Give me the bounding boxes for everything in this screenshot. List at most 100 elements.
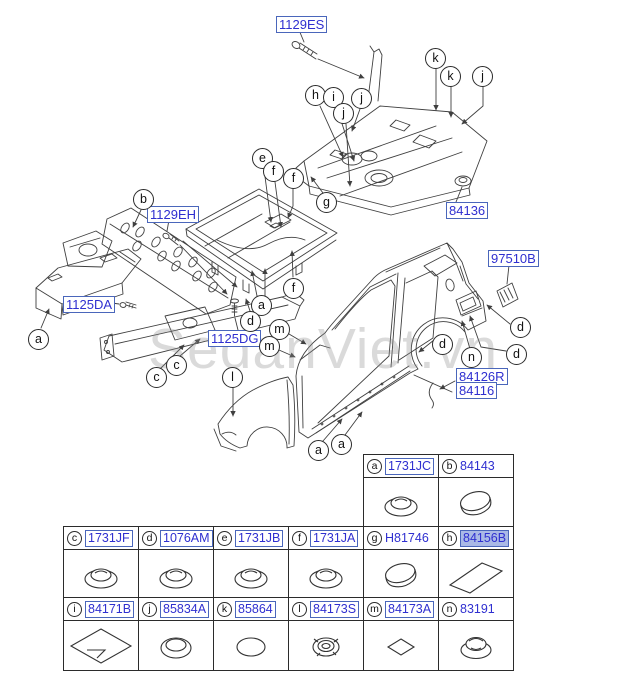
part-label-84116[interactable]: 84116 bbox=[456, 382, 498, 399]
grommet-drawing bbox=[454, 175, 472, 203]
part-number[interactable]: 84171B bbox=[85, 600, 135, 618]
part-label-1129EH[interactable]: 1129EH bbox=[147, 206, 200, 223]
leader-lines bbox=[40, 68, 511, 442]
callout-c: c bbox=[146, 367, 167, 388]
part-number[interactable]: 84156B bbox=[460, 529, 510, 547]
part-number[interactable]: 1731JC bbox=[385, 457, 435, 475]
part-label-1125DG[interactable]: 1125DG bbox=[208, 330, 262, 347]
ref-letter: f bbox=[292, 530, 307, 546]
part-label-1125DA[interactable]: 1125DA bbox=[63, 296, 116, 313]
part-number[interactable]: 84173A bbox=[385, 600, 435, 618]
callout-a: a bbox=[331, 434, 352, 455]
ref-letter: e bbox=[217, 530, 232, 546]
part-thumbnail bbox=[459, 491, 492, 516]
ref-letter: k bbox=[217, 601, 232, 617]
ref-letter: d bbox=[142, 530, 157, 546]
callout-j: j bbox=[333, 103, 354, 124]
part-thumbnail bbox=[159, 567, 193, 589]
ref-letter: h bbox=[442, 530, 457, 546]
callout-f: f bbox=[263, 161, 284, 182]
screw-icon bbox=[119, 301, 137, 309]
front-fender-drawing bbox=[213, 376, 296, 452]
part-number[interactable]: 1731JB bbox=[235, 529, 284, 547]
ref-letter: m bbox=[367, 601, 382, 617]
callout-l: l bbox=[222, 367, 243, 388]
ref-letter: c bbox=[67, 530, 82, 546]
part-thumbnail bbox=[460, 636, 492, 659]
part-thumbnail bbox=[384, 562, 417, 587]
callout-m: m bbox=[259, 336, 280, 357]
part-number[interactable]: 84173S bbox=[310, 600, 360, 618]
part-number[interactable]: 83191 bbox=[460, 601, 495, 616]
ref-letter: g bbox=[367, 530, 382, 546]
body-side-drawing bbox=[295, 242, 487, 439]
part-thumbnail bbox=[69, 627, 133, 664]
part-number[interactable]: 85834A bbox=[160, 600, 210, 618]
part-number[interactable]: 1731JF bbox=[85, 529, 133, 547]
callout-d: d bbox=[432, 334, 453, 355]
part-thumbnail bbox=[448, 561, 504, 594]
callout-f: f bbox=[283, 278, 304, 299]
part-label-1129ES[interactable]: 1129ES bbox=[276, 16, 328, 33]
part-thumbnail bbox=[384, 496, 418, 517]
part-thumbnail bbox=[312, 636, 340, 657]
ref-letter: b bbox=[442, 458, 457, 474]
part-thumbnail bbox=[386, 637, 416, 656]
callout-a: a bbox=[308, 440, 329, 461]
part-number[interactable]: 1076AM bbox=[160, 529, 213, 547]
ref-letter: i bbox=[67, 601, 82, 617]
callout-j: j bbox=[472, 66, 493, 87]
part-thumbnail bbox=[84, 567, 118, 589]
callout-m: m bbox=[269, 319, 290, 340]
callout-c: c bbox=[166, 355, 187, 376]
callout-g: g bbox=[316, 192, 337, 213]
callout-n: n bbox=[461, 347, 482, 368]
part-number[interactable]: 1731JA bbox=[310, 529, 359, 547]
part-thumbnail bbox=[234, 567, 268, 589]
callout-d: d bbox=[240, 311, 261, 332]
part-number[interactable]: 85864 bbox=[235, 600, 276, 618]
ref-letter: a bbox=[367, 458, 382, 474]
part-number[interactable]: H81746 bbox=[385, 530, 429, 545]
part-number[interactable]: 84143 bbox=[460, 458, 495, 473]
part-thumbnail bbox=[309, 567, 343, 589]
callout-d: d bbox=[506, 344, 527, 365]
hook-part-drawing bbox=[428, 382, 434, 409]
callout-k: k bbox=[425, 48, 446, 69]
callout-j: j bbox=[351, 88, 372, 109]
screw-icon bbox=[162, 232, 180, 246]
bolt-icon bbox=[291, 41, 318, 60]
callout-b: b bbox=[133, 189, 154, 210]
ref-letter: l bbox=[292, 601, 307, 617]
callout-a: a bbox=[28, 329, 49, 350]
part-label-97510B[interactable]: 97510B bbox=[488, 250, 539, 267]
ref-letter: j bbox=[142, 601, 157, 617]
vent-grille-drawing bbox=[496, 282, 519, 308]
part-label-84136[interactable]: 84136 bbox=[446, 202, 489, 219]
dash-panel-drawing bbox=[101, 207, 237, 315]
center-floor-panel-drawing bbox=[185, 188, 338, 294]
part-thumbnail bbox=[236, 636, 266, 657]
callout-d: d bbox=[510, 317, 531, 338]
callout-a: a bbox=[251, 295, 272, 316]
ref-letter: n bbox=[442, 601, 457, 617]
